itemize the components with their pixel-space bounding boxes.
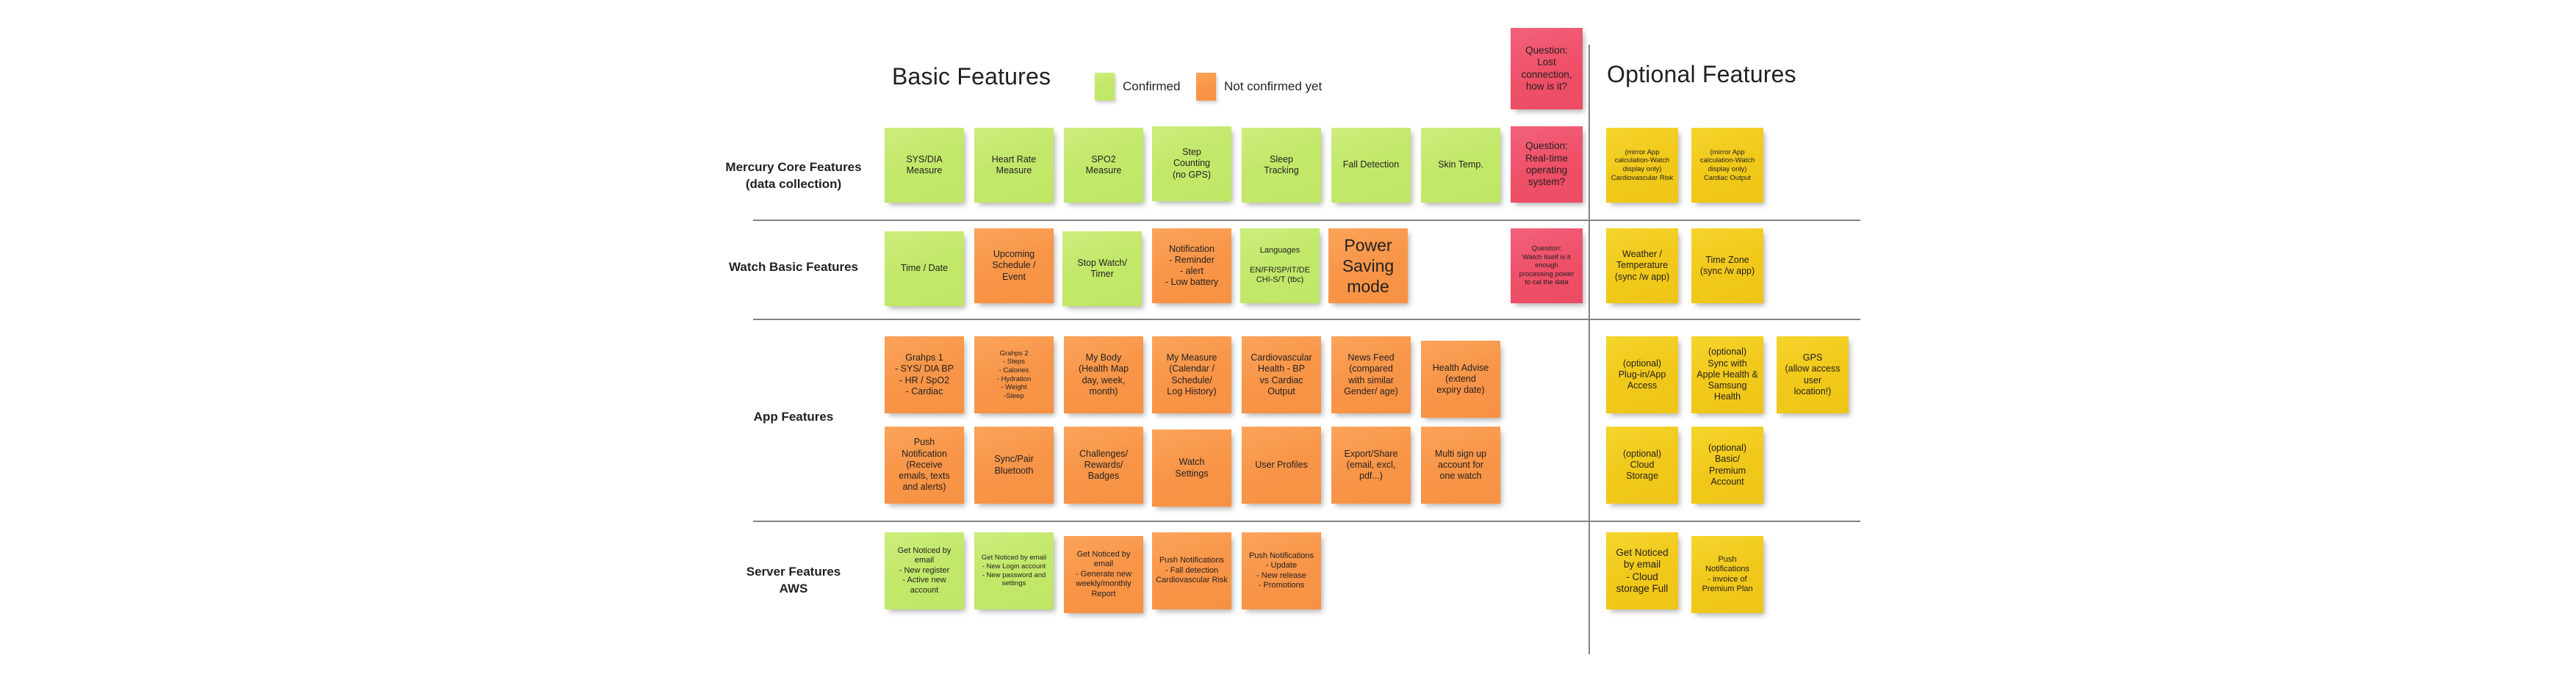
basic-features-title: Basic Features: [892, 63, 1051, 90]
row-label-line2: AWS: [779, 582, 808, 596]
row-label-line1: Server Features: [746, 565, 841, 579]
row-label-line1: Watch Basic Features: [728, 260, 859, 274]
row-label-mercury-core-features: Mercury Core Features (data collection): [698, 159, 889, 193]
optional-features-title: Optional Features: [1607, 61, 1796, 87]
note-get-noticed-report[interactable]: Get Noticed by email- Generate new weekl…: [1064, 536, 1143, 613]
section-divider-vertical: [1589, 45, 1590, 654]
row-label-line2: (data collection): [745, 177, 842, 192]
note-export-share[interactable]: Export/Share(email, excl,pdf...): [1331, 427, 1411, 504]
note-fall-detection[interactable]: Fall Detection: [1331, 128, 1411, 203]
row-label-line1: App Features: [753, 410, 834, 424]
note-optional-time-zone[interactable]: Time Zone(sync /w app): [1691, 228, 1763, 303]
row-divider-3: [753, 521, 1860, 522]
note-push-fall-detection[interactable]: Push Notifications- Fall detection Cardi…: [1152, 532, 1231, 609]
legend-label-not-confirmed: Not confirmed yet: [1224, 79, 1323, 93]
legend-swatch-confirmed: [1095, 73, 1115, 101]
note-push-update-release[interactable]: Push Notifications- Update- New release-…: [1242, 532, 1321, 609]
note-challenges-rewards[interactable]: Challenges/Rewards/Badges: [1064, 427, 1143, 504]
legend-item-confirmed: Confirmed: [1095, 73, 1180, 101]
note-user-profiles[interactable]: User Profiles: [1242, 427, 1321, 504]
note-my-measure[interactable]: My Measure(Calendar /Schedule/Log Histor…: [1152, 336, 1231, 413]
row-label-watch-basic-features: Watch Basic Features: [698, 258, 889, 275]
note-optional-cardiovascular-risk[interactable]: (mirror App calculation-Watch display on…: [1606, 128, 1678, 203]
row-label-app-features: App Features: [698, 408, 889, 425]
note-graphs-1[interactable]: Grahps 1- SYS/ DIA BP- HR / SpO2- Cardia…: [885, 336, 964, 413]
note-optional-weather-temperature[interactable]: Weather /Temperature(sync /w app): [1606, 228, 1678, 303]
note-time-date[interactable]: Time / Date: [885, 231, 964, 306]
row-label-line1: Mercury Core Features: [725, 160, 862, 174]
note-skin-temp[interactable]: Skin Temp.: [1421, 128, 1500, 203]
note-notification-watch[interactable]: Notification- Reminder- alert- Low batte…: [1152, 228, 1231, 303]
legend-item-not-confirmed: Not confirmed yet: [1196, 73, 1322, 101]
legend-label-confirmed: Confirmed: [1123, 79, 1181, 93]
note-graphs-2[interactable]: Grahps 2- Steps- Calories- Hydration- We…: [974, 336, 1054, 413]
legend-swatch-not-confirmed: [1196, 73, 1216, 101]
note-get-noticed-new-register[interactable]: Get Noticed by email- New register- Acti…: [885, 532, 964, 609]
note-optional-cardiac-output[interactable]: (mirror App calculation-Watch display on…: [1691, 128, 1763, 203]
note-stop-watch-timer[interactable]: Stop Watch/Timer: [1062, 231, 1142, 306]
note-get-noticed-new-login[interactable]: Get Noticed by email- New Login account-…: [974, 532, 1054, 609]
row-divider-2: [753, 319, 1860, 320]
row-divider-1: [753, 220, 1860, 221]
row-label-server-features: Server Features AWS: [698, 563, 889, 598]
